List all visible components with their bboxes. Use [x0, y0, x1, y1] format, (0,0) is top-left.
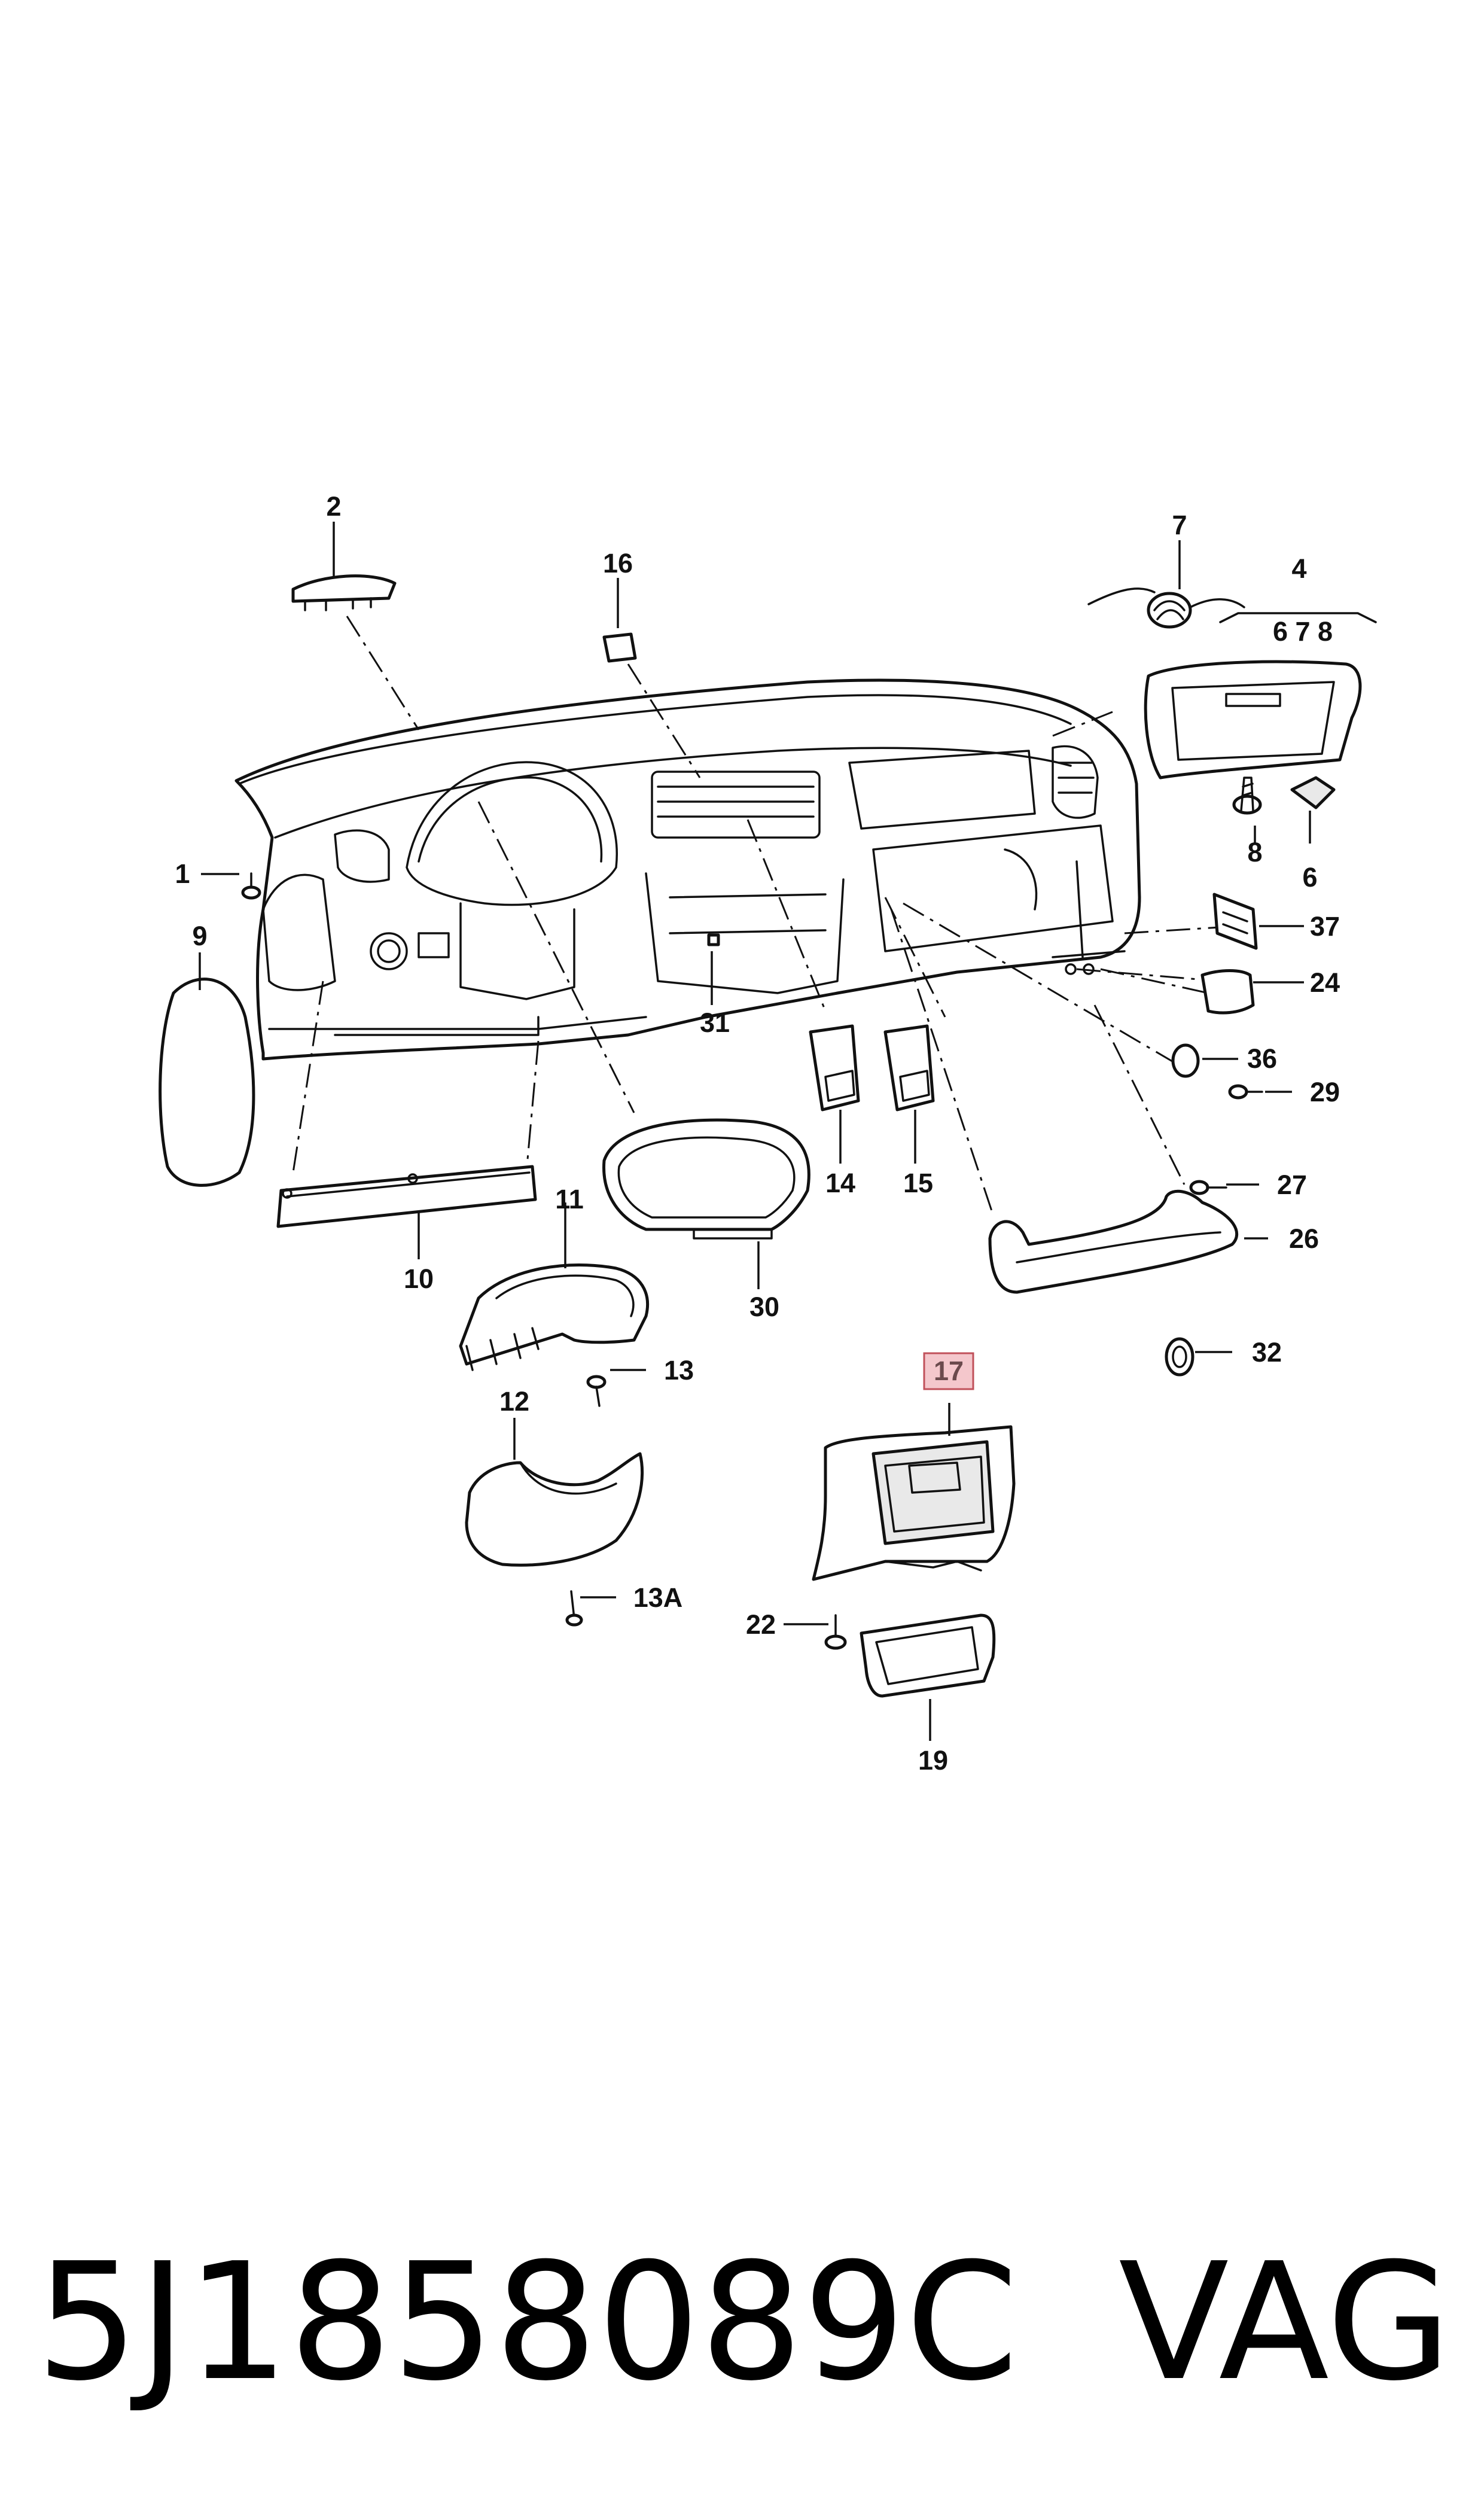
- callout-6: 7: [1172, 510, 1187, 540]
- part-15-blank: [883, 1024, 935, 1112]
- callout-32: 32: [1252, 1337, 1282, 1368]
- callout-27: 27: [1277, 1170, 1307, 1200]
- part-13a-screw: [565, 1590, 583, 1627]
- part-22-screw: [824, 1614, 847, 1650]
- part-number: 5J1858089C: [36, 2228, 1018, 2416]
- callout-30: 30: [749, 1292, 779, 1322]
- callout-leaders: [199, 522, 1311, 1741]
- callout-29: 29: [1310, 1077, 1340, 1107]
- part-36-oring: [1171, 1043, 1200, 1078]
- part-27-screw: [1189, 1180, 1227, 1195]
- part-30-instrument-bezel: [602, 1118, 810, 1240]
- callout-2: 2: [326, 491, 341, 522]
- part-2-cover: [291, 574, 397, 611]
- callout-37: 37: [1310, 911, 1340, 942]
- callout-4: 4: [1291, 553, 1306, 584]
- footer: 5J1858089C VAG: [36, 2228, 1452, 2416]
- callout-4-sub: 6 7 8: [1273, 616, 1333, 647]
- callout-19: 19: [918, 1745, 948, 1776]
- callout-8: 8: [1247, 837, 1262, 867]
- callout-17: 17: [934, 1356, 964, 1386]
- part-1-screw: [241, 872, 261, 900]
- part-7-clip: [1290, 776, 1336, 809]
- part-24-cover: [1200, 969, 1255, 1015]
- callout-22: 22: [746, 1609, 776, 1640]
- part-9-side-panel: [159, 978, 255, 1187]
- part-19-mat: [860, 1613, 996, 1698]
- brand: VAG: [1119, 2228, 1452, 2416]
- callout-13a: 13A: [633, 1582, 683, 1613]
- callout-36: 36: [1247, 1043, 1277, 1074]
- part-17-storage-tray: [812, 1425, 1016, 1581]
- callout-1: 1: [175, 858, 190, 889]
- part-11-upper-column-cover: [459, 1263, 650, 1371]
- callout-10: 10: [404, 1263, 434, 1294]
- part-16-cap: [602, 632, 637, 663]
- callout-labels: 2 16 7 4 6 7 8 8 6 1 9 37 24 36 29 27 26…: [175, 491, 1340, 1776]
- part-12-lower-column-cover: [465, 1452, 644, 1567]
- part-13-screw: [586, 1375, 607, 1407]
- callout-24: 24: [1310, 967, 1340, 998]
- callout-9: 9: [192, 921, 207, 951]
- callout-17-highlight: [923, 1352, 974, 1390]
- callout-15: 15: [903, 1168, 933, 1198]
- callout-16: 16: [603, 548, 633, 578]
- dashboard-body: [234, 678, 1141, 1061]
- part-26-lower-panel: [988, 1189, 1239, 1294]
- part-29-screw: [1228, 1084, 1263, 1100]
- part-6-spring: [1087, 587, 1245, 629]
- part-31-clip: [707, 933, 720, 946]
- part-10-trim-strip: [276, 1165, 537, 1228]
- callout-26: 26: [1289, 1223, 1319, 1254]
- part-37-bracket: [1212, 893, 1258, 950]
- part-32-grommet: [1165, 1337, 1194, 1377]
- assembly-lines: [292, 616, 1221, 1215]
- callout-11: 11: [555, 1184, 584, 1214]
- callout-31: 31: [700, 1007, 730, 1038]
- callout-12: 12: [499, 1386, 529, 1417]
- part-8-screw: [1232, 777, 1262, 815]
- callout-7-visible: 6: [1302, 862, 1317, 893]
- callout-13: 13: [664, 1355, 694, 1386]
- part-4-glovebox-lid: [1144, 612, 1377, 780]
- callout-14: 14: [825, 1168, 855, 1198]
- part-14-blank: [809, 1024, 860, 1112]
